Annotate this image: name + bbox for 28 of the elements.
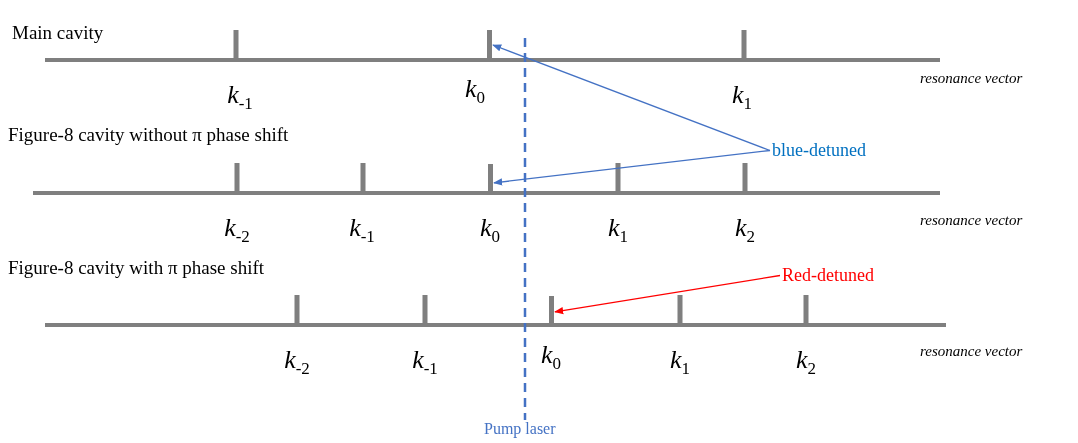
resonance-label: k$_{1}$ [608, 213, 628, 248]
axis-label: resonance vector [920, 70, 1023, 87]
resonance-label: k$_{-1}$ [412, 345, 438, 380]
arrow [554, 274, 781, 315]
resonance-label: k$_{0}$ [465, 74, 485, 109]
row-title: Figure-8 cavity without π phase shift [8, 124, 289, 146]
tick-mark [488, 164, 493, 193]
axis-label: resonance vector [920, 343, 1023, 360]
resonance-label: k$_{1}$ [670, 345, 690, 380]
row-title: Figure-8 cavity with π phase shift [8, 257, 265, 279]
resonance-label: k$_{2}$ [796, 345, 816, 380]
resonance-label: k$_{-1}$ [227, 80, 253, 115]
resonance-label: k$_{-2}$ [284, 345, 310, 380]
annotation-label: blue-detuned [772, 140, 866, 161]
resonance-label: k$_{-2}$ [224, 213, 250, 248]
axis-label: resonance vector [920, 212, 1023, 229]
tick-mark [487, 30, 492, 60]
row-title: Main cavity [12, 22, 104, 44]
resonance-label: k$_{0}$ [480, 213, 500, 248]
pump-laser-label: Pump laser [484, 420, 556, 438]
resonance-label: k$_{2}$ [735, 213, 755, 248]
resonance-label: k$_{0}$ [541, 340, 561, 375]
arrow [492, 44, 771, 152]
tick-mark [549, 296, 554, 325]
arrow [493, 149, 771, 186]
annotation-label: Red-detuned [782, 265, 874, 286]
resonance-label: k$_{-1}$ [349, 213, 375, 248]
resonance-label: k$_{1}$ [732, 80, 752, 115]
